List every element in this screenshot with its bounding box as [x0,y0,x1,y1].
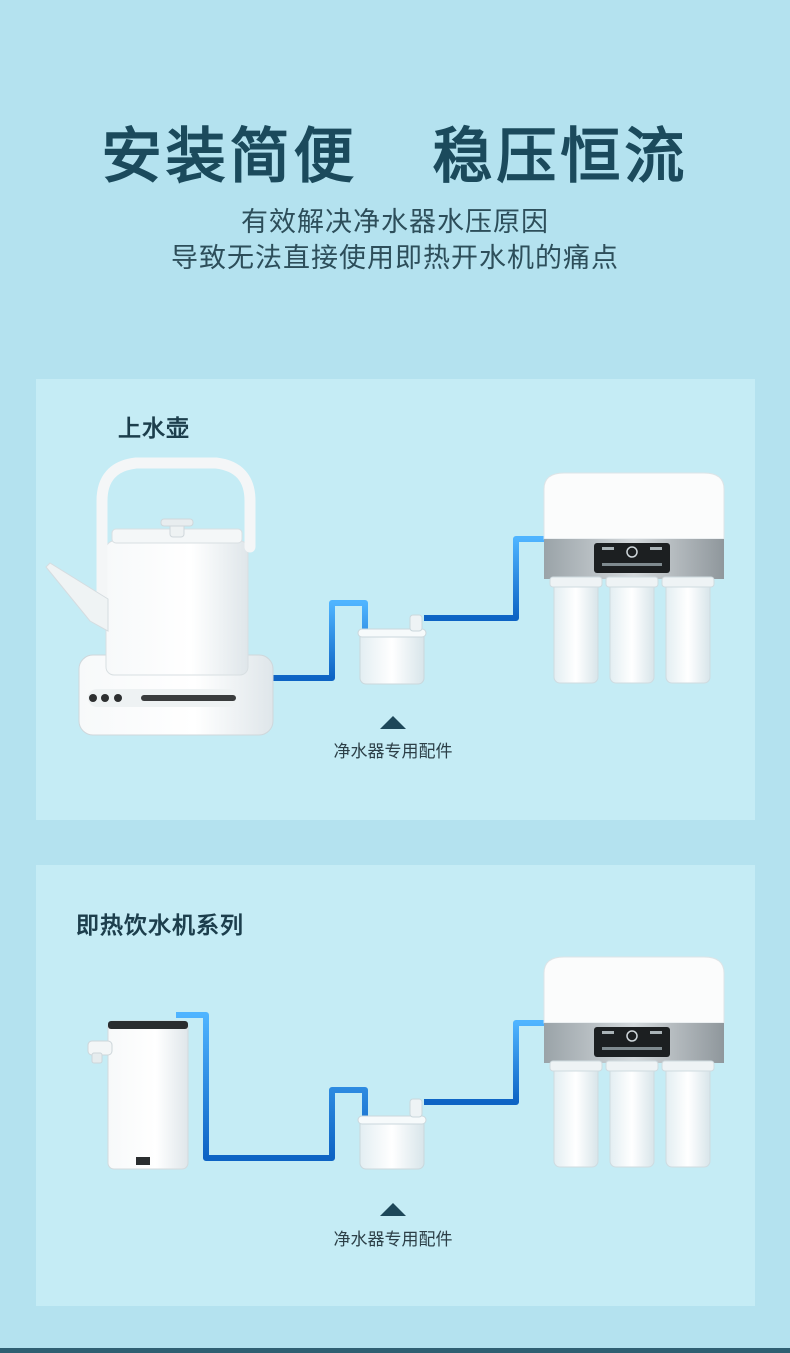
kettle-install-scene [45,457,755,736]
kettle-install-panel: 上水壶 [36,379,755,820]
subtitle-line-1: 有效解决净水器水压原因 [241,207,549,238]
kettle-icon [45,457,274,736]
water-dispenser-icon [87,1020,189,1170]
dispenser-install-scene [87,956,755,1170]
bottom-divider [0,1348,790,1353]
arrow-up-icon [380,1203,406,1216]
pressure-tank-icon [357,1098,427,1170]
water-purifier-icon [543,472,725,684]
page-title: 安装简便 稳压恒流 [101,122,689,192]
subtitle-line-2: 导致无法直接使用即热开水机的痛点 [171,243,619,274]
dispenser-install-panel: 即热饮水机系列 [36,865,755,1306]
arrow-up-icon [380,716,406,729]
accessory-caption: 净水器专用配件 [333,742,453,762]
panel-title-kettle: 上水壶 [118,416,190,442]
pressure-tank-icon [357,614,427,685]
water-purifier-icon [543,956,725,1168]
panel-title-dispenser: 即热饮水机系列 [76,913,244,939]
accessory-caption: 净水器专用配件 [333,1230,453,1250]
